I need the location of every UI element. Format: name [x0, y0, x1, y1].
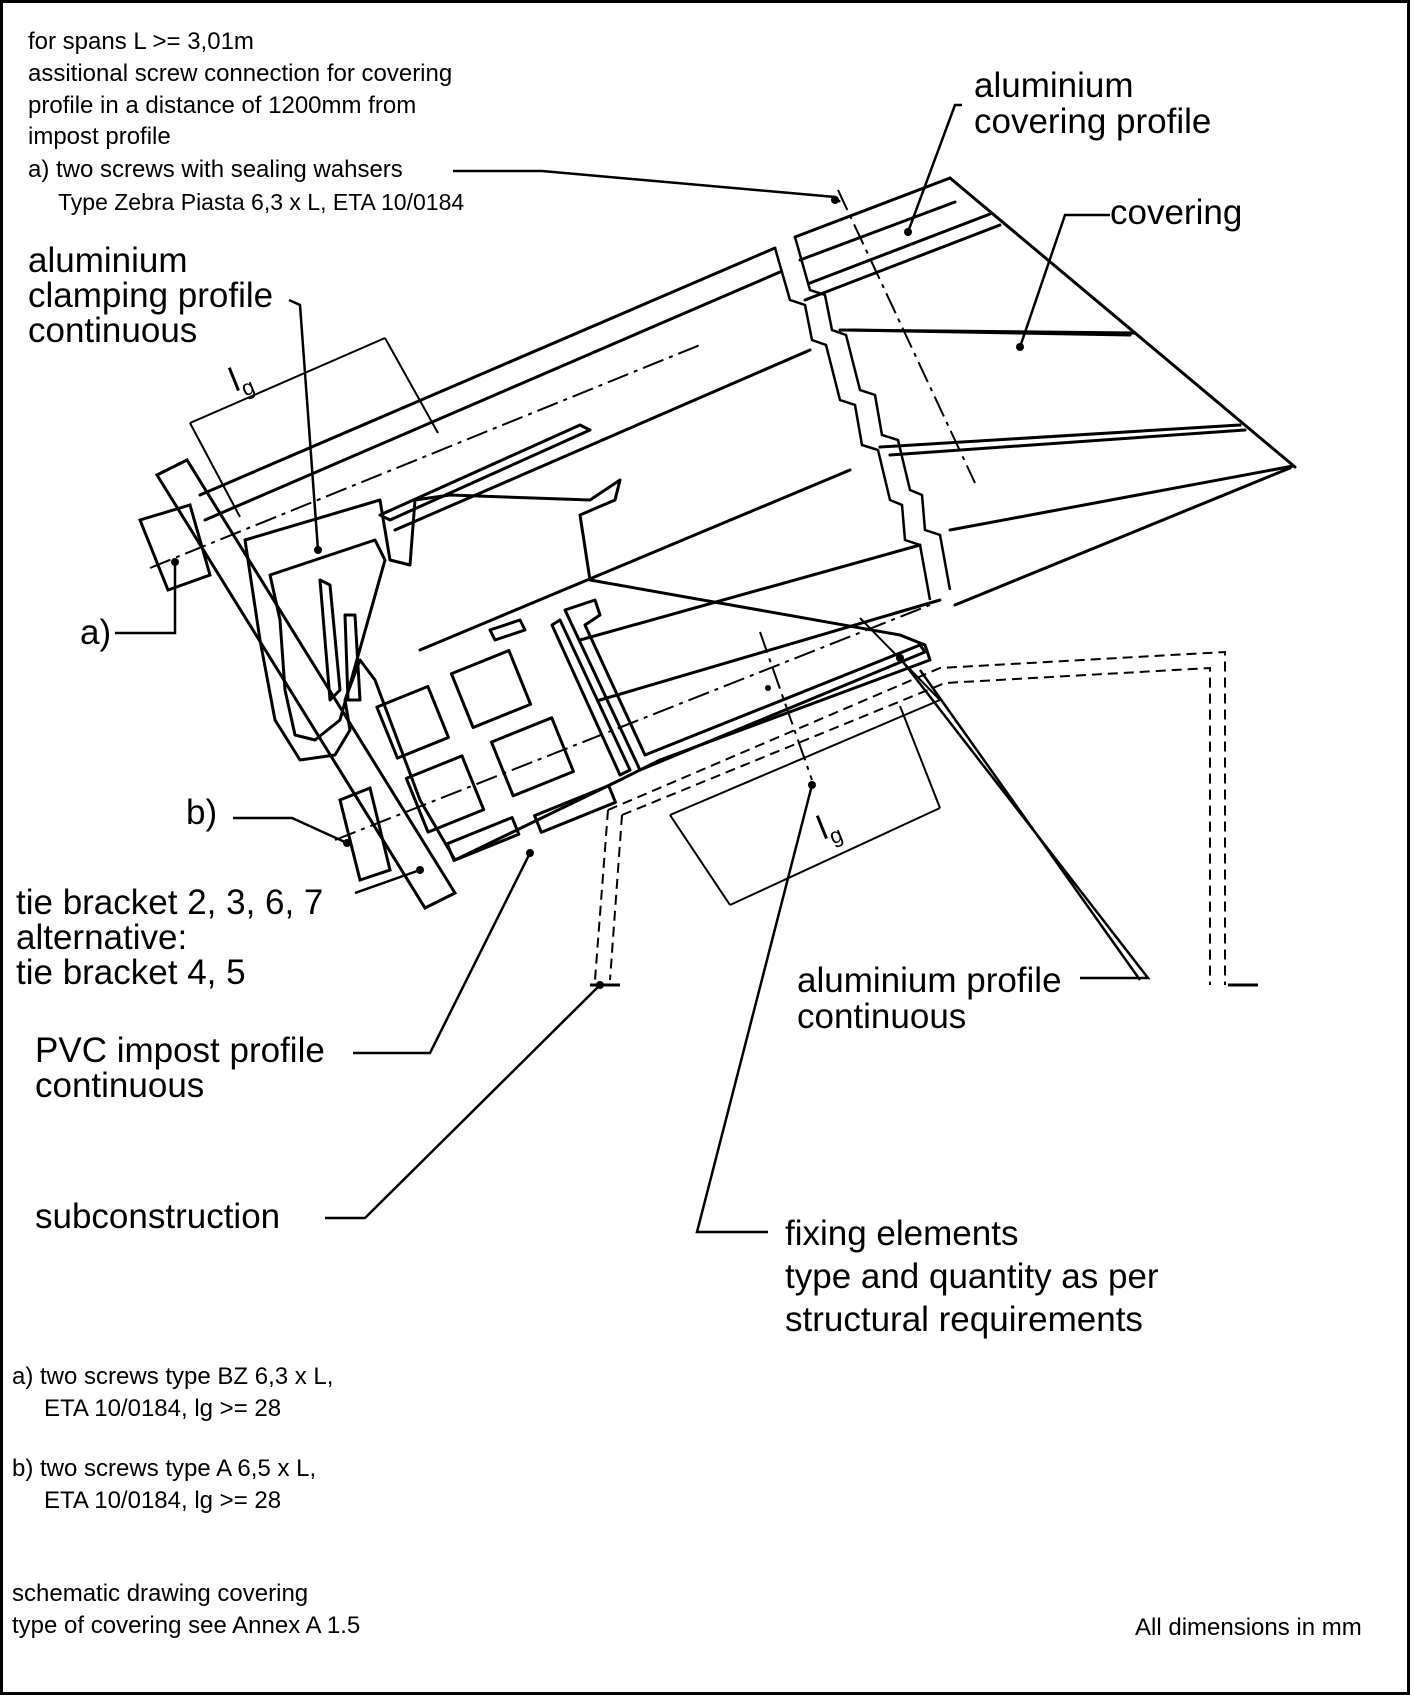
note-b-line2: ETA 10/0184, lg >= 28 — [44, 1487, 282, 1514]
dimension-lg-top — [189, 337, 439, 518]
marker-a: a) — [80, 613, 112, 652]
note-top-line2: assitional screw connection for covering — [28, 60, 453, 87]
covering-panel — [198, 176, 1297, 702]
label-clamping-3: continuous — [28, 311, 198, 350]
note-schematic-1: schematic drawing covering — [12, 1580, 309, 1607]
label-fixing-3: structural requirements — [785, 1300, 1143, 1339]
subconstruction-dashed — [594, 650, 1226, 985]
note-schematic-2: type of covering see Annex A 1.5 — [12, 1612, 361, 1639]
label-clamping-2: clamping profile — [28, 276, 274, 315]
marker-b: b) — [186, 793, 218, 832]
note-top-line5: a) two screws with sealing wahsers — [28, 156, 403, 183]
label-subconstruction: subconstruction — [35, 1197, 281, 1236]
note-top-line1: for spans L >= 3,01m — [28, 28, 254, 55]
label-aluminium-profile-1: aluminium profile — [797, 961, 1062, 1000]
dim-lg-bottom-label: lg — [812, 805, 846, 852]
note-top-line3: profile in a distance of 1200mm from — [28, 92, 417, 119]
label-fixing-2: type and quantity as per — [785, 1257, 1159, 1296]
break-lines — [773, 236, 952, 601]
tie-bracket — [137, 458, 458, 910]
label-tie-bracket-2: alternative: — [16, 918, 188, 957]
leader-dots — [171, 196, 1024, 989]
label-pvc-impost-1: PVC impost profile — [35, 1031, 325, 1070]
label-covering: covering — [1110, 193, 1243, 232]
label-fixing-1: fixing elements — [785, 1214, 1019, 1253]
label-tie-bracket-3: tie bracket 4, 5 — [16, 953, 246, 992]
note-a-line2: ETA 10/0184, lg >= 28 — [44, 1395, 282, 1422]
leader-lines — [115, 103, 1151, 1234]
note-top-line6: Type Zebra Piasta 6,3 x L, ETA 10/0184 — [58, 189, 465, 215]
label-pvc-impost-2: continuous — [35, 1066, 205, 1105]
dim-lg-top-label: lg — [224, 357, 258, 404]
label-tie-bracket-1: tie bracket 2, 3, 6, 7 — [16, 883, 324, 922]
label-aluminium-covering-2: covering profile — [974, 102, 1212, 141]
centre-lines — [149, 189, 976, 841]
label-clamping-1: aluminium — [28, 241, 188, 280]
pvc-impost-profile — [243, 423, 932, 862]
note-top-line4: impost profile — [28, 123, 171, 150]
label-aluminium-covering-1: aluminium — [974, 66, 1134, 105]
note-units: All dimensions in mm — [1135, 1614, 1362, 1641]
label-aluminium-profile-2: continuous — [797, 997, 967, 1036]
note-a-line1: a) two screws type BZ 6,3 x L, — [12, 1363, 334, 1390]
note-b-line1: b) two screws type A 6,5 x L, — [12, 1455, 317, 1482]
